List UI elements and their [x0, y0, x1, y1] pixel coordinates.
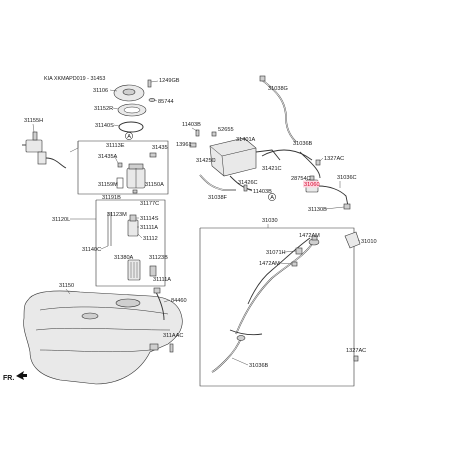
label-1472am-lower: 1472AM — [259, 261, 280, 267]
filler-neck-group — [211, 231, 361, 373]
highlight-31060 — [303, 180, 319, 188]
label-31120l: 31120L — [52, 217, 70, 223]
label-1249gb: 1249GB — [159, 78, 180, 84]
label-31071h: 31071H — [266, 250, 286, 256]
label-1472am-top: 1472AM — [299, 233, 320, 239]
label-31106: 31106 — [93, 88, 108, 94]
label-31159m: 31159M — [98, 182, 118, 188]
label-31112: 31112 — [143, 236, 158, 242]
label-31140c: 31140C — [82, 247, 101, 253]
fuel-filter-31155h — [22, 131, 67, 169]
front-arrow-icon — [16, 371, 27, 380]
label-85744: 85744 — [158, 99, 174, 105]
label-31030: 31030 — [262, 218, 278, 224]
sensor-wire-84460 — [155, 291, 165, 321]
label-31150: 31150 — [59, 283, 74, 289]
label-311aac: 311AAC — [163, 333, 183, 339]
label-31426c: 31426C — [238, 180, 258, 186]
label-31036b: 31036B — [293, 141, 313, 147]
label-31113e: 31113E — [106, 143, 125, 149]
diagram-title: KIA XKMAPD019 - 31453 — [44, 76, 105, 82]
pump-module-parts — [107, 152, 157, 281]
label-31130b: 31130B — [308, 207, 327, 213]
label-84460: 84460 — [171, 298, 187, 304]
label-31155h: 31155H — [24, 118, 43, 124]
label-11403b-top: 11403B — [182, 122, 201, 128]
label-31114s: 31114S — [140, 216, 159, 222]
label-11403b-lower: 11403B — [253, 189, 272, 195]
label-31150a: 31150A — [145, 182, 164, 188]
label-31425c: 31425C — [196, 158, 216, 164]
label-31401a: 31401A — [236, 137, 256, 143]
label-31010: 31010 — [361, 239, 377, 245]
front-direction-label: FR. — [3, 375, 14, 382]
label-31060: 31060 — [304, 182, 320, 188]
label-31111a-lower: 31111A — [153, 277, 171, 283]
label-31177c: 31177C — [140, 201, 159, 207]
label-31123b: 31123B — [149, 255, 168, 261]
fuel-pump-cover-group: A — [113, 79, 156, 140]
label-31111a: 31111A — [140, 225, 158, 231]
label-31038g: 31038G — [268, 86, 288, 92]
label-1327ac-top: 1327AC — [324, 156, 344, 162]
label-31038f: 31038F — [208, 195, 228, 201]
label-31036b-lower: 31036B — [249, 363, 269, 369]
label-31191b: 31191B — [102, 195, 121, 201]
label-31435a: 31435A — [98, 154, 118, 160]
label-31152r: 31152R — [94, 106, 113, 112]
ref-a-circle-label-1: A — [127, 134, 131, 140]
label-31036c: 31036C — [337, 175, 357, 181]
label-52655: 52655 — [218, 127, 234, 133]
label-31140s: 31140S — [95, 123, 114, 129]
label-13961: 13961 — [176, 142, 192, 148]
label-28754c: 28754C — [291, 176, 311, 182]
label-31421c: 31421C — [262, 166, 282, 172]
label-1327ac-lower: 1327AC — [346, 348, 366, 354]
canister-group — [189, 75, 321, 192]
label-31435: 31435 — [152, 145, 168, 151]
label-31380a: 31380A — [114, 255, 134, 261]
fuel-tank-31150 — [23, 290, 183, 385]
label-31123m: 31123M — [107, 212, 127, 218]
ref-a-circle-label-2: A — [270, 195, 274, 201]
